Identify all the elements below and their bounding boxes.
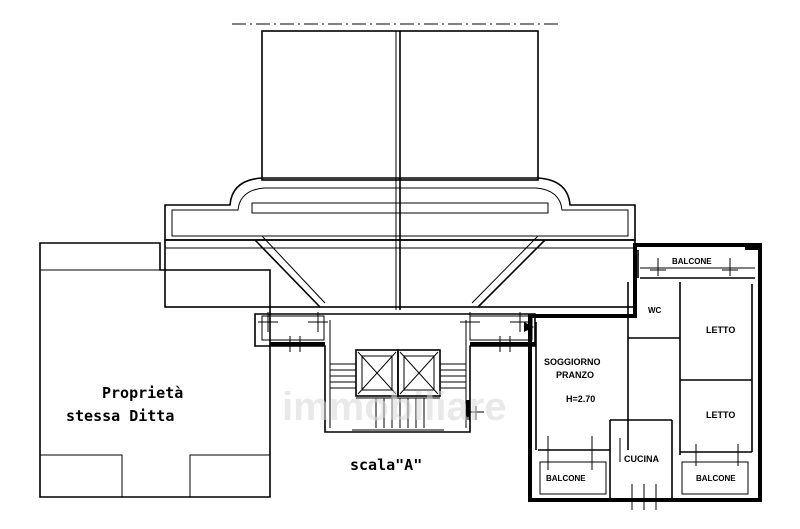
ownership-label-line1: Proprietà <box>102 384 183 402</box>
cucina-label: CUCINA <box>624 454 659 464</box>
apartment <box>528 243 762 502</box>
watermark: immobiliare <box>282 385 507 429</box>
balcone-top-label: BALCONE <box>672 257 712 266</box>
stair-label: scala"A" <box>350 456 422 474</box>
door-arrow <box>524 322 534 332</box>
letto-2-label: LETTO <box>706 410 735 420</box>
soggiorno-label-line2: PRANZO <box>556 370 594 380</box>
wc-label: WC <box>648 306 662 315</box>
left-property-block <box>39 242 271 498</box>
upper-building-block <box>261 30 539 181</box>
balcone-left-label: BALCONE <box>546 474 586 483</box>
middle-building-block <box>164 177 636 310</box>
balcone-right-label: BALCONE <box>696 474 736 483</box>
height-label: H=2.70 <box>566 394 595 404</box>
letto-1-label: LETTO <box>706 325 735 335</box>
window-marks <box>258 258 739 510</box>
ownership-label-line2: stessa Ditta <box>66 407 174 425</box>
soggiorno-label-line1: SOGGIORNO <box>544 357 601 367</box>
